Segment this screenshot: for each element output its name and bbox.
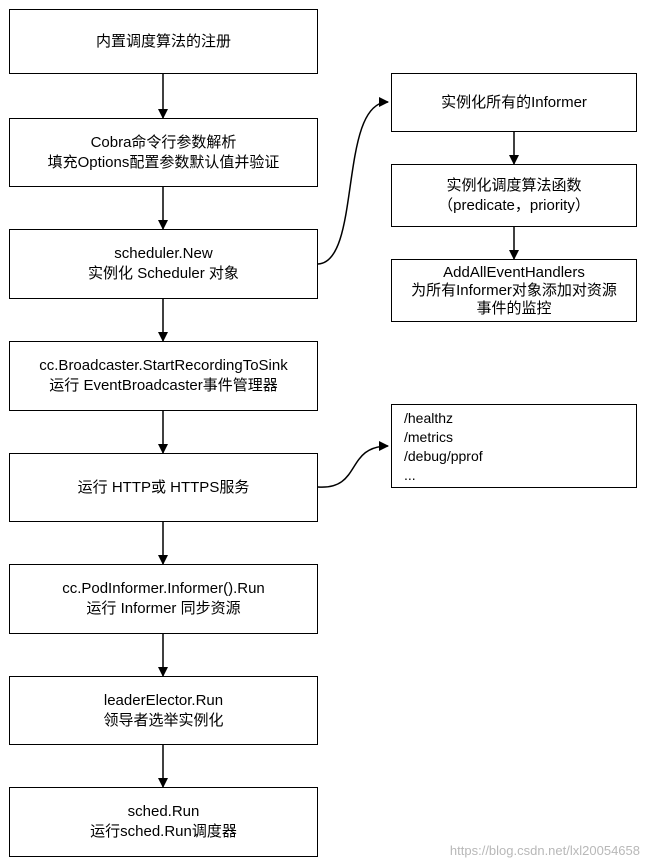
step-text: 实例化调度算法函数 (446, 176, 582, 194)
branch-event-handlers: AddAllEventHandlers 为所有Informer对象添加对资源 事… (391, 259, 637, 322)
step-text: cc.Broadcaster.StartRecordingToSink (39, 357, 288, 374)
step-text: 实例化所有的Informer (441, 93, 587, 111)
step-text: AddAllEventHandlers (443, 263, 585, 281)
step-register-algorithms: 内置调度算法的注册 (9, 9, 318, 74)
curve-http-to-endpoints (317, 441, 389, 488)
step-scheduler-new: scheduler.New 实例化 Scheduler 对象 (9, 229, 318, 299)
step-text: 为所有Informer对象添加对资源 (411, 281, 617, 299)
step-text: 填充Options配置参数默认值并验证 (47, 153, 280, 171)
endpoint-item: ... (404, 467, 416, 483)
endpoint-item: /metrics (404, 429, 453, 445)
step-leader-elector: leaderElector.Run 领导者选举实例化 (9, 676, 318, 745)
step-text: 内置调度算法的注册 (95, 32, 231, 50)
curve-scheduler-to-informer (317, 97, 389, 265)
step-informer-run: cc.PodInformer.Informer().Run 运行 Informe… (9, 564, 318, 634)
step-text: sched.Run (127, 803, 200, 820)
step-cobra-parse: Cobra命令行参数解析 填充Options配置参数默认值并验证 (9, 118, 318, 187)
step-text: cc.PodInformer.Informer().Run (62, 580, 265, 597)
branch-instantiate-algorithms: 实例化调度算法函数 （predicate，priority） (391, 164, 637, 227)
step-event-broadcaster: cc.Broadcaster.StartRecordingToSink 运行 E… (9, 341, 318, 411)
step-sched-run: sched.Run 运行sched.Run调度器 (9, 787, 318, 857)
step-http-server: 运行 HTTP或 HTTPS服务 (9, 453, 318, 522)
http-endpoints-list: /healthz /metrics /debug/pprof ... (391, 404, 637, 488)
step-text: Cobra命令行参数解析 (90, 133, 237, 151)
step-text: 领导者选举实例化 (103, 711, 224, 729)
step-text: 运行 EventBroadcaster事件管理器 (49, 377, 278, 394)
watermark: https://blog.csdn.net/lxl20054658 (449, 843, 640, 858)
step-text: leaderElector.Run (103, 691, 224, 709)
step-text: 运行sched.Run调度器 (90, 823, 237, 840)
step-text: 事件的监控 (476, 299, 552, 317)
step-text: 运行 HTTP或 HTTPS服务 (77, 478, 250, 496)
step-text: 实例化 Scheduler 对象 (88, 265, 239, 282)
step-text: （predicate，priority） (438, 196, 590, 214)
step-text: scheduler.New (114, 245, 213, 262)
branch-instantiate-informers: 实例化所有的Informer (391, 73, 637, 132)
endpoint-item: /debug/pprof (404, 448, 483, 464)
step-text: 运行 Informer 同步资源 (86, 600, 241, 617)
endpoint-item: /healthz (404, 410, 454, 426)
